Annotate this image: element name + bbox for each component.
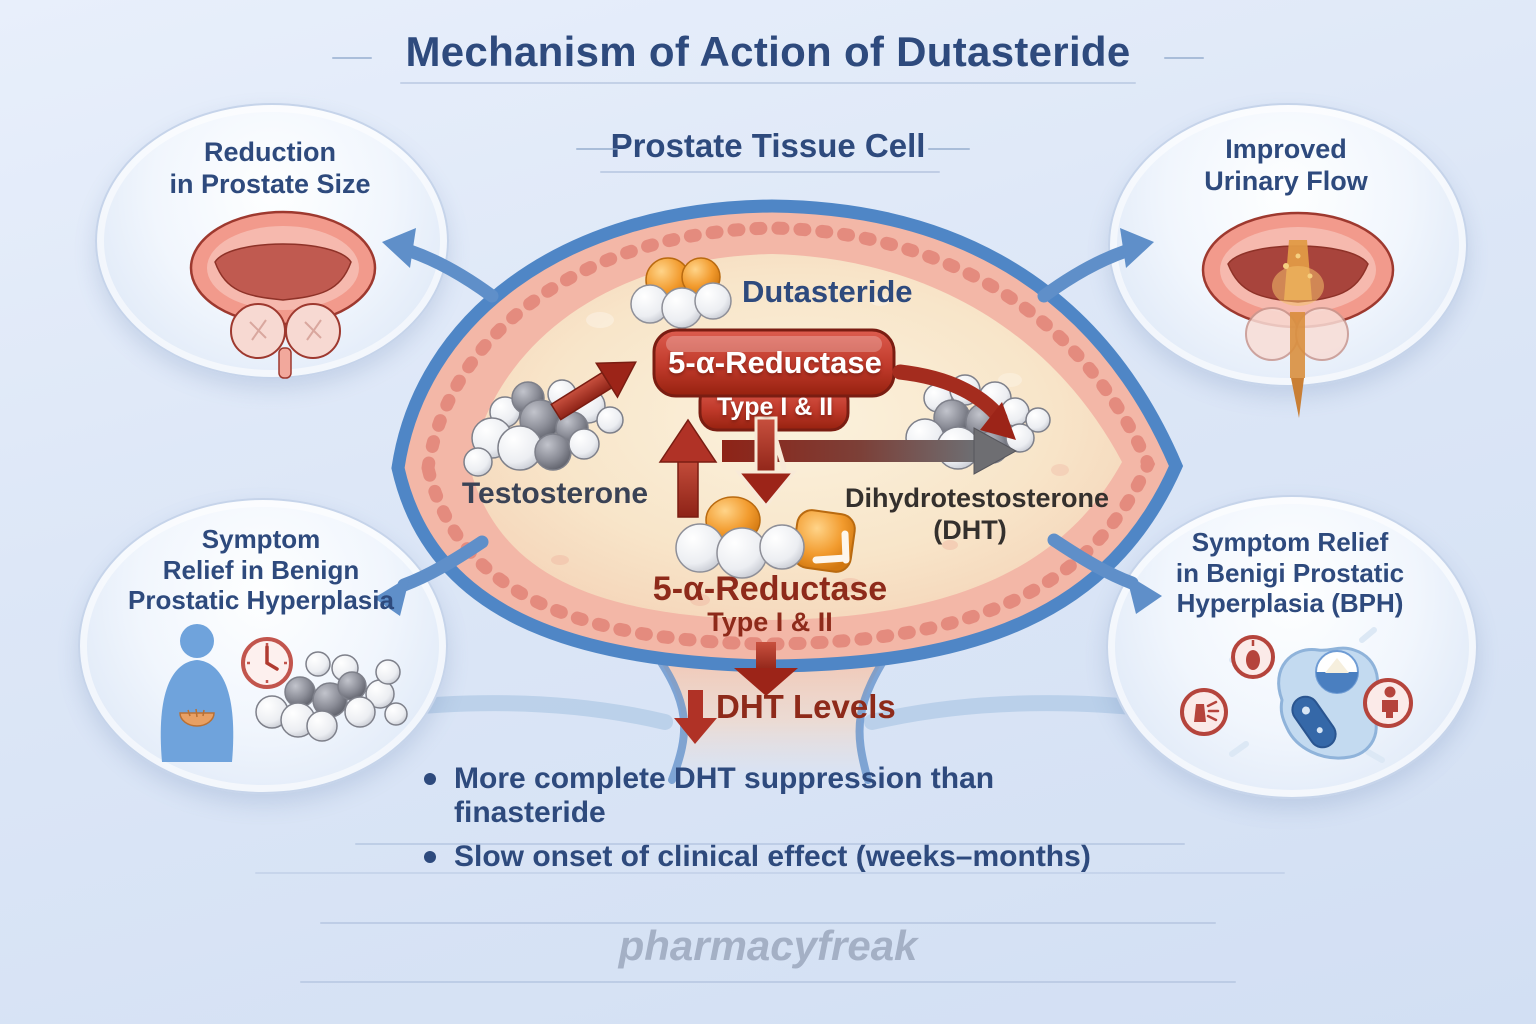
blocked-conversion-arrow <box>722 427 1018 475</box>
enzyme-lower-line2: Type I & II <box>707 607 833 637</box>
connector-arrow-bottom-right <box>1047 533 1162 614</box>
cell-stem <box>646 638 898 778</box>
gauge-icon <box>1231 635 1275 679</box>
steroid-molecule <box>255 651 408 742</box>
enzyme-badge-line1: 5-α-Reductase <box>668 345 882 380</box>
membrane-speckles <box>421 221 1156 651</box>
label-dht: Dihydrotestosterone (DHT) <box>845 483 1110 546</box>
enzyme-to-dht-curved-arrow <box>892 364 1016 440</box>
subtitle-dash-left <box>576 148 618 150</box>
bubble-symptom-relief-right <box>1106 495 1478 799</box>
patient-silhouette <box>160 624 234 762</box>
label-improved-urinary-flow: Improved Urinary Flow <box>1204 134 1368 196</box>
connector-arrow-top-left <box>382 228 499 303</box>
prostate-cross-section-illustration <box>189 210 377 379</box>
label-dutasteride: Dutasteride <box>742 274 913 309</box>
title-underline <box>400 82 1136 84</box>
cell-interior <box>470 254 1122 620</box>
person-icon <box>1363 678 1413 728</box>
connector-arrows <box>374 228 1162 616</box>
prostate-marker <box>179 712 215 727</box>
enzyme-complex-molecule <box>675 496 856 579</box>
reaction-arrows <box>550 361 1018 744</box>
bullet-text-2: Slow onset of clinical effect (weeks–mon… <box>454 840 1091 873</box>
label-reduction-prostate-size: Reduction in Prostate Size <box>169 137 371 199</box>
prostate-tissue-cell <box>391 199 1184 784</box>
label-symptom-relief-right: Symptom Relief in Benigi Prostatic Hyper… <box>1175 527 1405 619</box>
interior-texture <box>512 294 1069 606</box>
dht-suppression-up-arrow <box>658 418 718 518</box>
spray-icon <box>1180 688 1228 736</box>
dutasteride-molecule <box>630 257 732 329</box>
title-dash-left <box>332 57 372 59</box>
bullet-text-1: More complete DHT suppression than finas… <box>454 762 995 829</box>
subtitle-underline <box>600 171 940 173</box>
enzyme-inhibited-down-arrow <box>734 416 798 509</box>
watermark: pharmacyfreak <box>618 922 918 969</box>
label-symptom-relief-left: Symptom Relief in Benign Prostatic Hyper… <box>128 524 394 616</box>
clock-icon <box>241 637 293 689</box>
lower-down-arrow <box>734 642 798 696</box>
divider-line-4 <box>300 981 1236 983</box>
bladder-urine-flow-illustration <box>1201 211 1395 418</box>
title-dash-right <box>1164 57 1204 59</box>
subtitle-dash-right <box>928 148 970 150</box>
bph-device-illustration <box>1180 627 1413 763</box>
patient-clock-molecule-illustration <box>160 624 408 762</box>
enzyme-badge <box>652 328 896 432</box>
label-testosterone: Testosterone <box>461 477 649 510</box>
connector-arrow-bottom-left <box>374 535 489 616</box>
enzyme-badge-line2: Type I & II <box>716 393 834 421</box>
cell-heading: Prostate Tissue Cell <box>610 127 926 164</box>
prostate-marker-lines <box>187 708 205 718</box>
inhibitor-bar-icon <box>812 530 850 564</box>
divider-line-3 <box>320 922 1216 924</box>
bullet-icon <box>424 851 436 863</box>
red-down-arrow-icon <box>674 690 717 744</box>
bullet-icon <box>424 773 436 785</box>
label-dht-levels: DHT Levels <box>716 688 896 725</box>
list-item: More complete DHT suppression than finas… <box>424 762 1144 830</box>
connector-arrow-top-right <box>1037 228 1154 303</box>
enzyme-lower-line1: 5-α-Reductase <box>652 570 888 608</box>
divider-line-1 <box>355 843 1185 845</box>
divider-line-2 <box>255 872 1285 874</box>
list-item: Slow onset of clinical effect (weeks–mon… <box>424 840 1144 874</box>
key-points-list: More complete DHT suppression than finas… <box>424 762 1144 884</box>
testosterone-to-enzyme-arrow <box>550 361 637 421</box>
page-title: Mechanism of Action of Dutasteride <box>405 28 1131 75</box>
